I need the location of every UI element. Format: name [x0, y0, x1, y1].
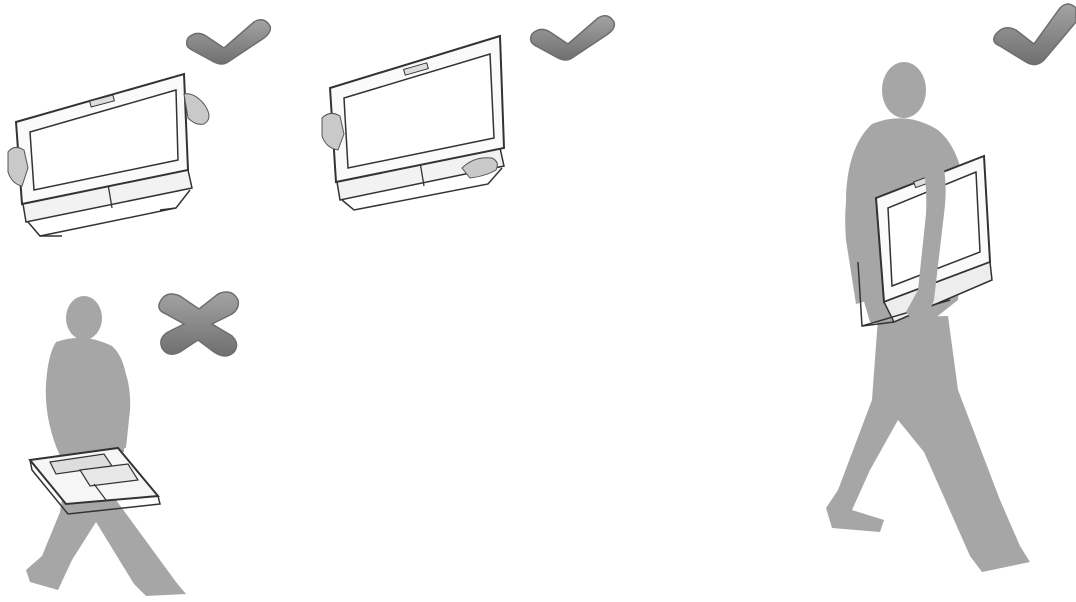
cross-mark-icon	[159, 292, 239, 356]
scene-flat-underarm-carry	[26, 292, 238, 596]
check-mark-icon	[187, 20, 271, 64]
scene-two-hand-side-carry	[8, 20, 270, 236]
scene-one-hand-side-carry	[322, 16, 614, 210]
monitor-icon	[330, 36, 504, 210]
check-mark-icon	[531, 16, 615, 60]
monitor-icon	[16, 74, 192, 236]
person-silhouette-icon	[826, 62, 1030, 572]
check-mark-icon	[994, 4, 1076, 65]
scene-upright-carry-walking	[826, 4, 1076, 572]
hand-right	[184, 94, 209, 125]
